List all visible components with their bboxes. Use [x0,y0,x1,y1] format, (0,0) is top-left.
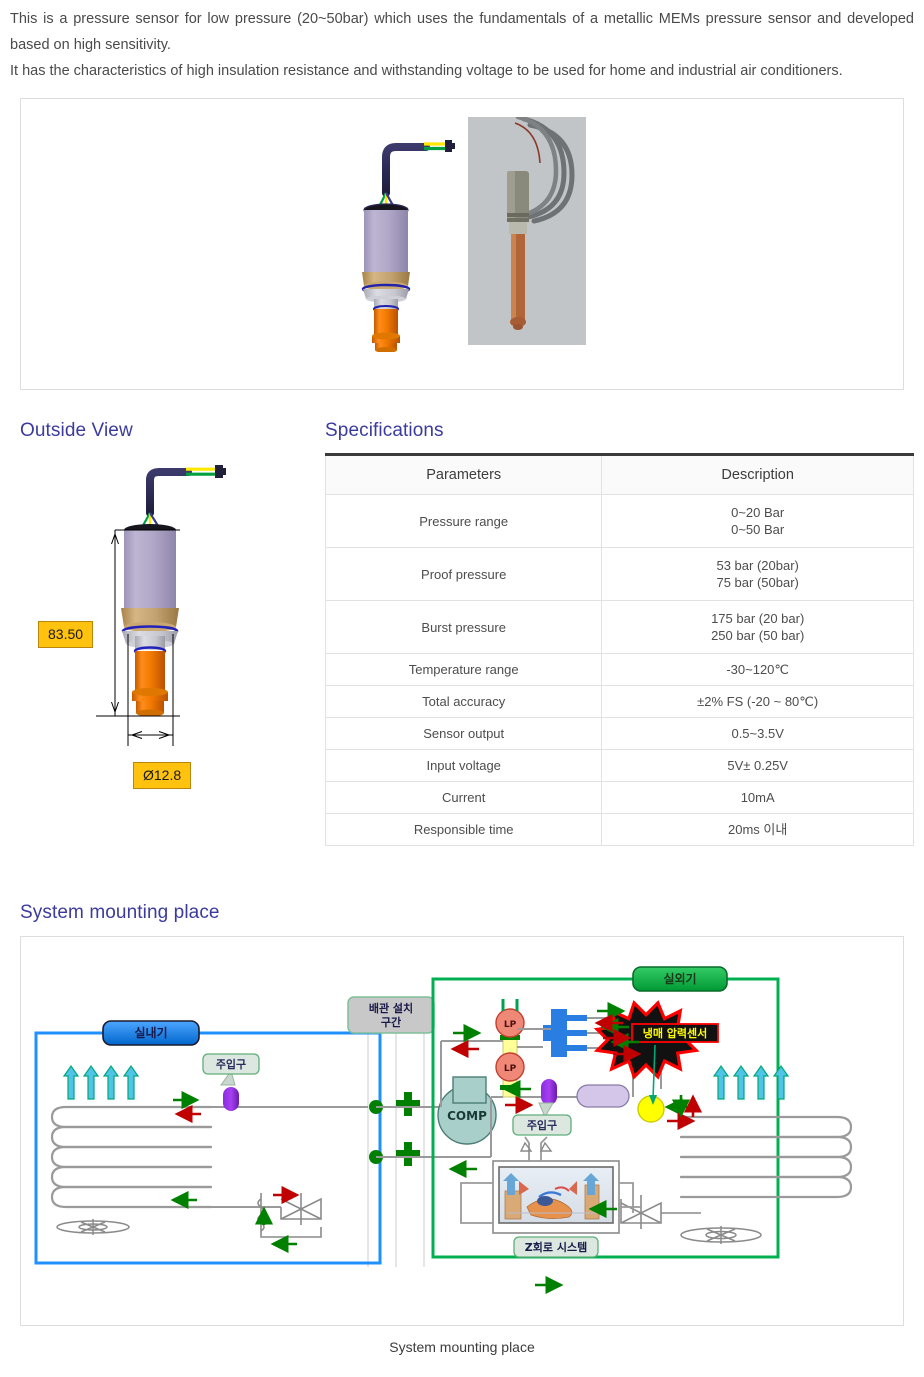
spec-description-cell: 175 bar (20 bar) 250 bar (50 bar) [601,600,914,654]
spec-description-cell: 5V± 0.25V [601,749,914,782]
spec-parameter-cell: Burst pressure [324,600,603,654]
dimension-height-label: 83.50 [38,621,94,648]
specifications-heading: Specifications [325,420,444,441]
table-row: Total accuracy±2% FS (-20 ~ 80℃) [324,685,914,718]
column-header-parameters: Parameters [324,454,603,495]
column-header-description: Description [601,454,914,495]
spec-parameter-cell: Current [324,781,603,814]
sensor-product-photo [468,117,586,345]
intro-paragraph-2: It has the characteristics of high insul… [10,63,843,79]
spec-parameter-cell: Pressure range [324,494,603,548]
spec-parameter-cell: Responsible time [324,813,603,846]
spec-parameter-cell: Proof pressure [324,547,603,601]
system-mounting-caption: System mounting place [389,1339,535,1355]
label-pipe-section-line1: 배관 설치 [369,1001,413,1015]
spec-description-cell: -30~120℃ [601,653,914,686]
system-mounting-diagram: 주입구 실내기 배관 설치 구간 [21,937,903,1325]
label-z-circuit-system: Z회로 시스템 [525,1240,587,1254]
spec-description-cell: 53 bar (20bar) 75 bar (50bar) [601,547,914,601]
spec-parameter-cell: Temperature range [324,653,603,686]
intro-text-block: This is a pressure sensor for low pressu… [0,0,924,84]
spec-description-cell: 0~20 Bar 0~50 Bar [601,494,914,548]
table-header-row: Parameters Description [324,454,914,495]
table-row: Temperature range-30~120℃ [324,653,914,686]
spec-description-cell: ±2% FS (-20 ~ 80℃) [601,685,914,718]
spec-description-cell: 10mA [601,781,914,814]
label-indoor-unit: 실내기 [134,1025,167,1040]
system-mounting-heading: System mounting place [20,902,220,923]
specifications-section: Specifications Parameters Description Pr… [324,420,924,846]
outside-view-heading: Outside View [20,420,133,441]
spec-parameter-cell: Total accuracy [324,685,603,718]
system-mounting-diagram-panel: 주입구 실내기 배관 설치 구간 [20,936,904,1326]
label-lp-2: LP [504,1064,517,1074]
intro-paragraph-1: This is a pressure sensor for low pressu… [10,11,914,53]
label-refrigerant-pressure-sensor: 냉매 압력센서 [643,1026,708,1040]
dimension-diameter-label: Ø12.8 [133,762,192,789]
outside-view-section: Outside View [0,420,325,789]
label-compressor: COMP [447,1109,487,1123]
spec-parameter-cell: Input voltage [324,749,603,782]
label-inlet-outdoor: 주입구 [527,1119,557,1132]
spec-description-cell: 0.5~3.5V [601,717,914,750]
outside-view-drawing: 83.50 Ø12.8 [20,454,325,789]
label-lp-1: LP [504,1020,517,1030]
sensor-cad-image [338,117,464,352]
spec-description-cell: 20ms 이내 [601,813,914,846]
system-mounting-section: System mounting place [0,902,924,1377]
label-outdoor-unit: 실외기 [663,971,696,986]
label-pipe-section-line2: 구간 [381,1015,401,1029]
spec-parameter-cell: Sensor output [324,717,603,750]
product-image-panel [20,98,904,390]
label-inlet-indoor: 주입구 [216,1058,246,1071]
